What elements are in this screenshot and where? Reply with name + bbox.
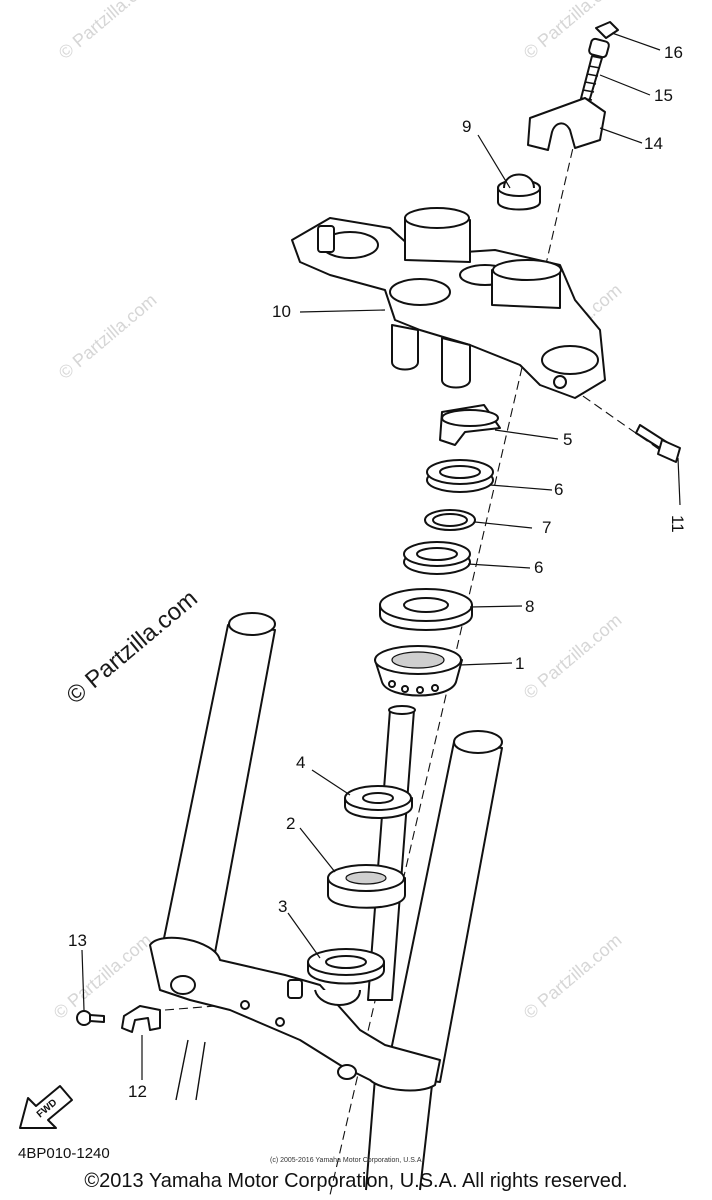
callout-11: 11 [668,515,687,533]
diagram-reference-code: 4BP010-1240 [18,1145,110,1162]
watermark-text: © Partzilla.com [520,930,626,1023]
part-6-ring-nut-lower[interactable] [403,541,471,575]
part-10-upper-bracket[interactable] [291,207,606,399]
callout-6-lower: 6 [534,558,543,577]
part-3-race[interactable] [307,948,385,985]
callout-1: 1 [515,654,524,673]
copyright-footer: ©2013 Yamaha Motor Corporation, U.S.A. A… [84,1170,628,1192]
watermark-main-text: © Partzilla.com [62,585,203,710]
callout-14: 14 [644,134,663,153]
callout-4: 4 [296,753,305,772]
watermark-text: © Partzilla.com [55,290,161,383]
callout-15: 15 [654,86,673,105]
fwd-arrow-icon: FWD [19,1085,73,1129]
callout-13: 13 [68,931,87,950]
callout-3: 3 [278,897,287,916]
part-8-seal[interactable] [379,588,473,631]
part-6-ring-nut-upper[interactable] [426,459,494,493]
callout-8: 8 [525,597,534,616]
part-13-screw[interactable] [76,1010,105,1026]
callout-5: 5 [563,430,572,449]
part-12-clamp[interactable] [121,1005,161,1033]
callout-16: 16 [664,43,683,62]
part-2-bearing[interactable] [327,864,406,909]
callout-2: 2 [286,814,295,833]
part-5-cover[interactable] [439,404,501,446]
watermark-text: © Partzilla.com [55,0,161,63]
small-copyright-notice: (c) 2005-2016 Yamaha Motor Corporation, … [270,1157,422,1164]
callout-9: 9 [462,117,471,136]
part-9-nut[interactable] [497,173,541,211]
callout-7: 7 [542,518,551,537]
part-7-washer[interactable] [424,509,476,531]
part-4-dust-seal[interactable] [344,785,413,819]
part-1-bearing[interactable] [374,645,463,697]
part-11-bolt[interactable] [635,424,681,463]
part-14-handlebar-holder[interactable] [527,97,606,151]
callout-10: 10 [272,302,291,321]
part-16-cap[interactable] [595,21,619,39]
watermark-text: © Partzilla.com [520,610,626,703]
fork-assembly [149,612,503,1191]
callout-labels: 16 15 14 9 10 11 5 6 7 6 8 1 4 2 3 13 12 [68,43,687,1101]
callout-12: 12 [128,1082,147,1101]
leader-lines [81,32,681,1080]
callout-6-upper: 6 [554,480,563,499]
